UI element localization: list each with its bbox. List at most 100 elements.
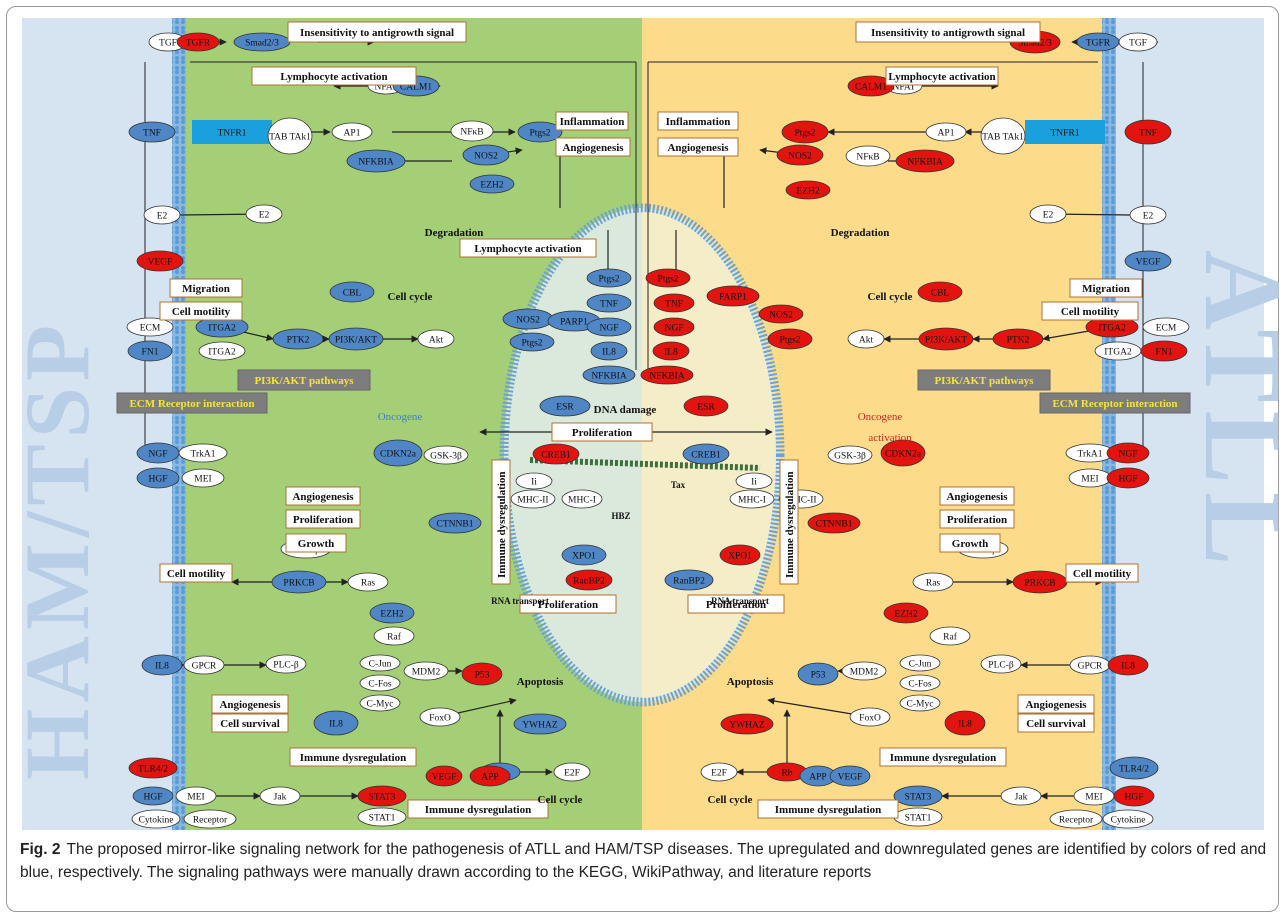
node-label: MHC-II xyxy=(517,496,548,506)
diagram-label: Apoptosis xyxy=(517,676,564,688)
process-box-rect xyxy=(251,66,417,86)
gene-node: NFKBIA xyxy=(895,149,955,173)
process-box-label: Cell motility xyxy=(1073,568,1132,580)
gene-node: PARP1 xyxy=(706,285,760,307)
pathway-box-rect xyxy=(917,369,1051,391)
node-label: FN1 xyxy=(142,348,159,358)
process-box-rect xyxy=(211,713,289,733)
gene-node: STAT3 xyxy=(357,785,407,807)
gene-node: ECM xyxy=(126,317,174,337)
gene-node: Ptgs2 xyxy=(509,332,555,352)
node-label: NFκB xyxy=(856,153,879,163)
node-label: APP xyxy=(481,773,498,783)
node-label: IL8 xyxy=(1121,662,1135,672)
process-box: Proliferation xyxy=(285,509,361,529)
node-shape xyxy=(1129,205,1167,225)
node-shape xyxy=(682,443,730,465)
gene-node: NGF xyxy=(653,317,695,337)
node-label: MEI xyxy=(1085,793,1102,803)
process-box: Immune dysregulation xyxy=(407,799,549,819)
node-label: CALM1 xyxy=(855,83,887,93)
process-box-rect xyxy=(1069,278,1143,298)
node-shape xyxy=(127,340,173,362)
node-label: Ptgs2 xyxy=(657,275,678,285)
gene-node: FoxO xyxy=(419,707,461,727)
gene-node: PLC-β xyxy=(265,654,307,674)
gene-node: MEI xyxy=(175,786,217,806)
node-shape xyxy=(515,472,553,490)
gene-node: APP xyxy=(469,765,511,787)
process-box-label: Immune dysregulation xyxy=(890,752,996,764)
gene-node: Jak xyxy=(1000,786,1042,806)
node-label: CDKN2a xyxy=(885,450,922,460)
gene-node: TNFR1 xyxy=(1025,120,1105,144)
node-shape xyxy=(781,120,829,144)
node-label: Jak xyxy=(1015,793,1028,803)
node-label: CTNNB1 xyxy=(437,520,474,530)
gene-node: FN1 xyxy=(127,340,173,362)
gene-node: HGF xyxy=(1113,785,1155,807)
gene-node: NFκB xyxy=(450,120,494,142)
node-shape xyxy=(359,694,401,712)
node-label: GPCR xyxy=(192,662,217,672)
node-shape xyxy=(590,341,628,361)
process-box: Cell survival xyxy=(211,713,289,733)
node-label: TrkA1 xyxy=(191,450,216,460)
gene-node: MEI xyxy=(1068,468,1112,488)
node-label: HGF xyxy=(1118,475,1137,485)
node-shape xyxy=(423,445,469,465)
process-box-rect xyxy=(1065,563,1139,583)
node-shape xyxy=(517,121,563,143)
node-shape xyxy=(664,569,714,591)
gene-node: CBL xyxy=(329,281,375,303)
gene-node: Jak xyxy=(259,786,301,806)
node-label: P53 xyxy=(811,671,826,681)
gene-node: AP1 xyxy=(331,122,373,142)
node-shape xyxy=(331,122,373,142)
node-label: VEGF xyxy=(148,258,173,268)
node-label: IL8 xyxy=(602,348,616,358)
process-box-label: Proliferation xyxy=(538,599,598,611)
node-shape xyxy=(357,785,407,807)
node-label: AP1 xyxy=(344,129,361,139)
process-box-label: Angiogenesis xyxy=(292,491,354,503)
node-label: GSK-3β xyxy=(834,452,866,462)
node-shape xyxy=(883,602,929,624)
node-shape xyxy=(720,713,774,735)
membrane-right xyxy=(1102,18,1116,830)
gene-node: Cytokine xyxy=(131,809,181,829)
process-box: Migration xyxy=(169,278,243,298)
gene-node: Ii xyxy=(735,472,773,490)
node-label: HGF xyxy=(143,793,162,803)
node-label: MHC-I xyxy=(738,496,766,506)
gene-node: Raf xyxy=(929,626,971,646)
gene-node: TNF xyxy=(653,293,695,313)
gene-node: CTNNB1 xyxy=(428,512,482,534)
gene-node: STAT1 xyxy=(893,807,943,827)
gene-node: ESR xyxy=(539,395,591,417)
node-label: RanBP2 xyxy=(673,577,705,587)
gene-node: FN1 xyxy=(1140,340,1188,362)
pathway-box-label: PI3K/AKT pathways xyxy=(254,375,354,387)
process-box-label: Proliferation xyxy=(947,514,1007,526)
node-label: EZH2 xyxy=(380,610,403,620)
node-shape xyxy=(462,144,510,166)
node-label: NGF xyxy=(148,450,167,460)
process-box: Inflammation xyxy=(657,111,739,131)
node-shape xyxy=(895,149,955,173)
process-box: Cell motility xyxy=(1041,301,1139,321)
caption-text: The proposed mirror-like signaling netwo… xyxy=(20,841,1267,881)
node-label: RanBP2 xyxy=(573,577,605,587)
process-box-label: Immune dysregulation xyxy=(425,804,531,816)
gene-node: C-Fos xyxy=(899,674,941,692)
node-label: C-Jun xyxy=(909,660,932,670)
process-box-rect xyxy=(657,111,739,131)
node-label: C-Fos xyxy=(368,680,392,690)
pathway-box-label: ECM Receptor interaction xyxy=(129,398,254,410)
node-label: NOS2 xyxy=(474,152,498,162)
node-label: ESR xyxy=(556,403,574,413)
node-shape xyxy=(428,512,482,534)
gene-node: MHC-I xyxy=(561,489,603,509)
node-shape xyxy=(1142,317,1190,337)
node-label: IL8 xyxy=(958,720,972,730)
